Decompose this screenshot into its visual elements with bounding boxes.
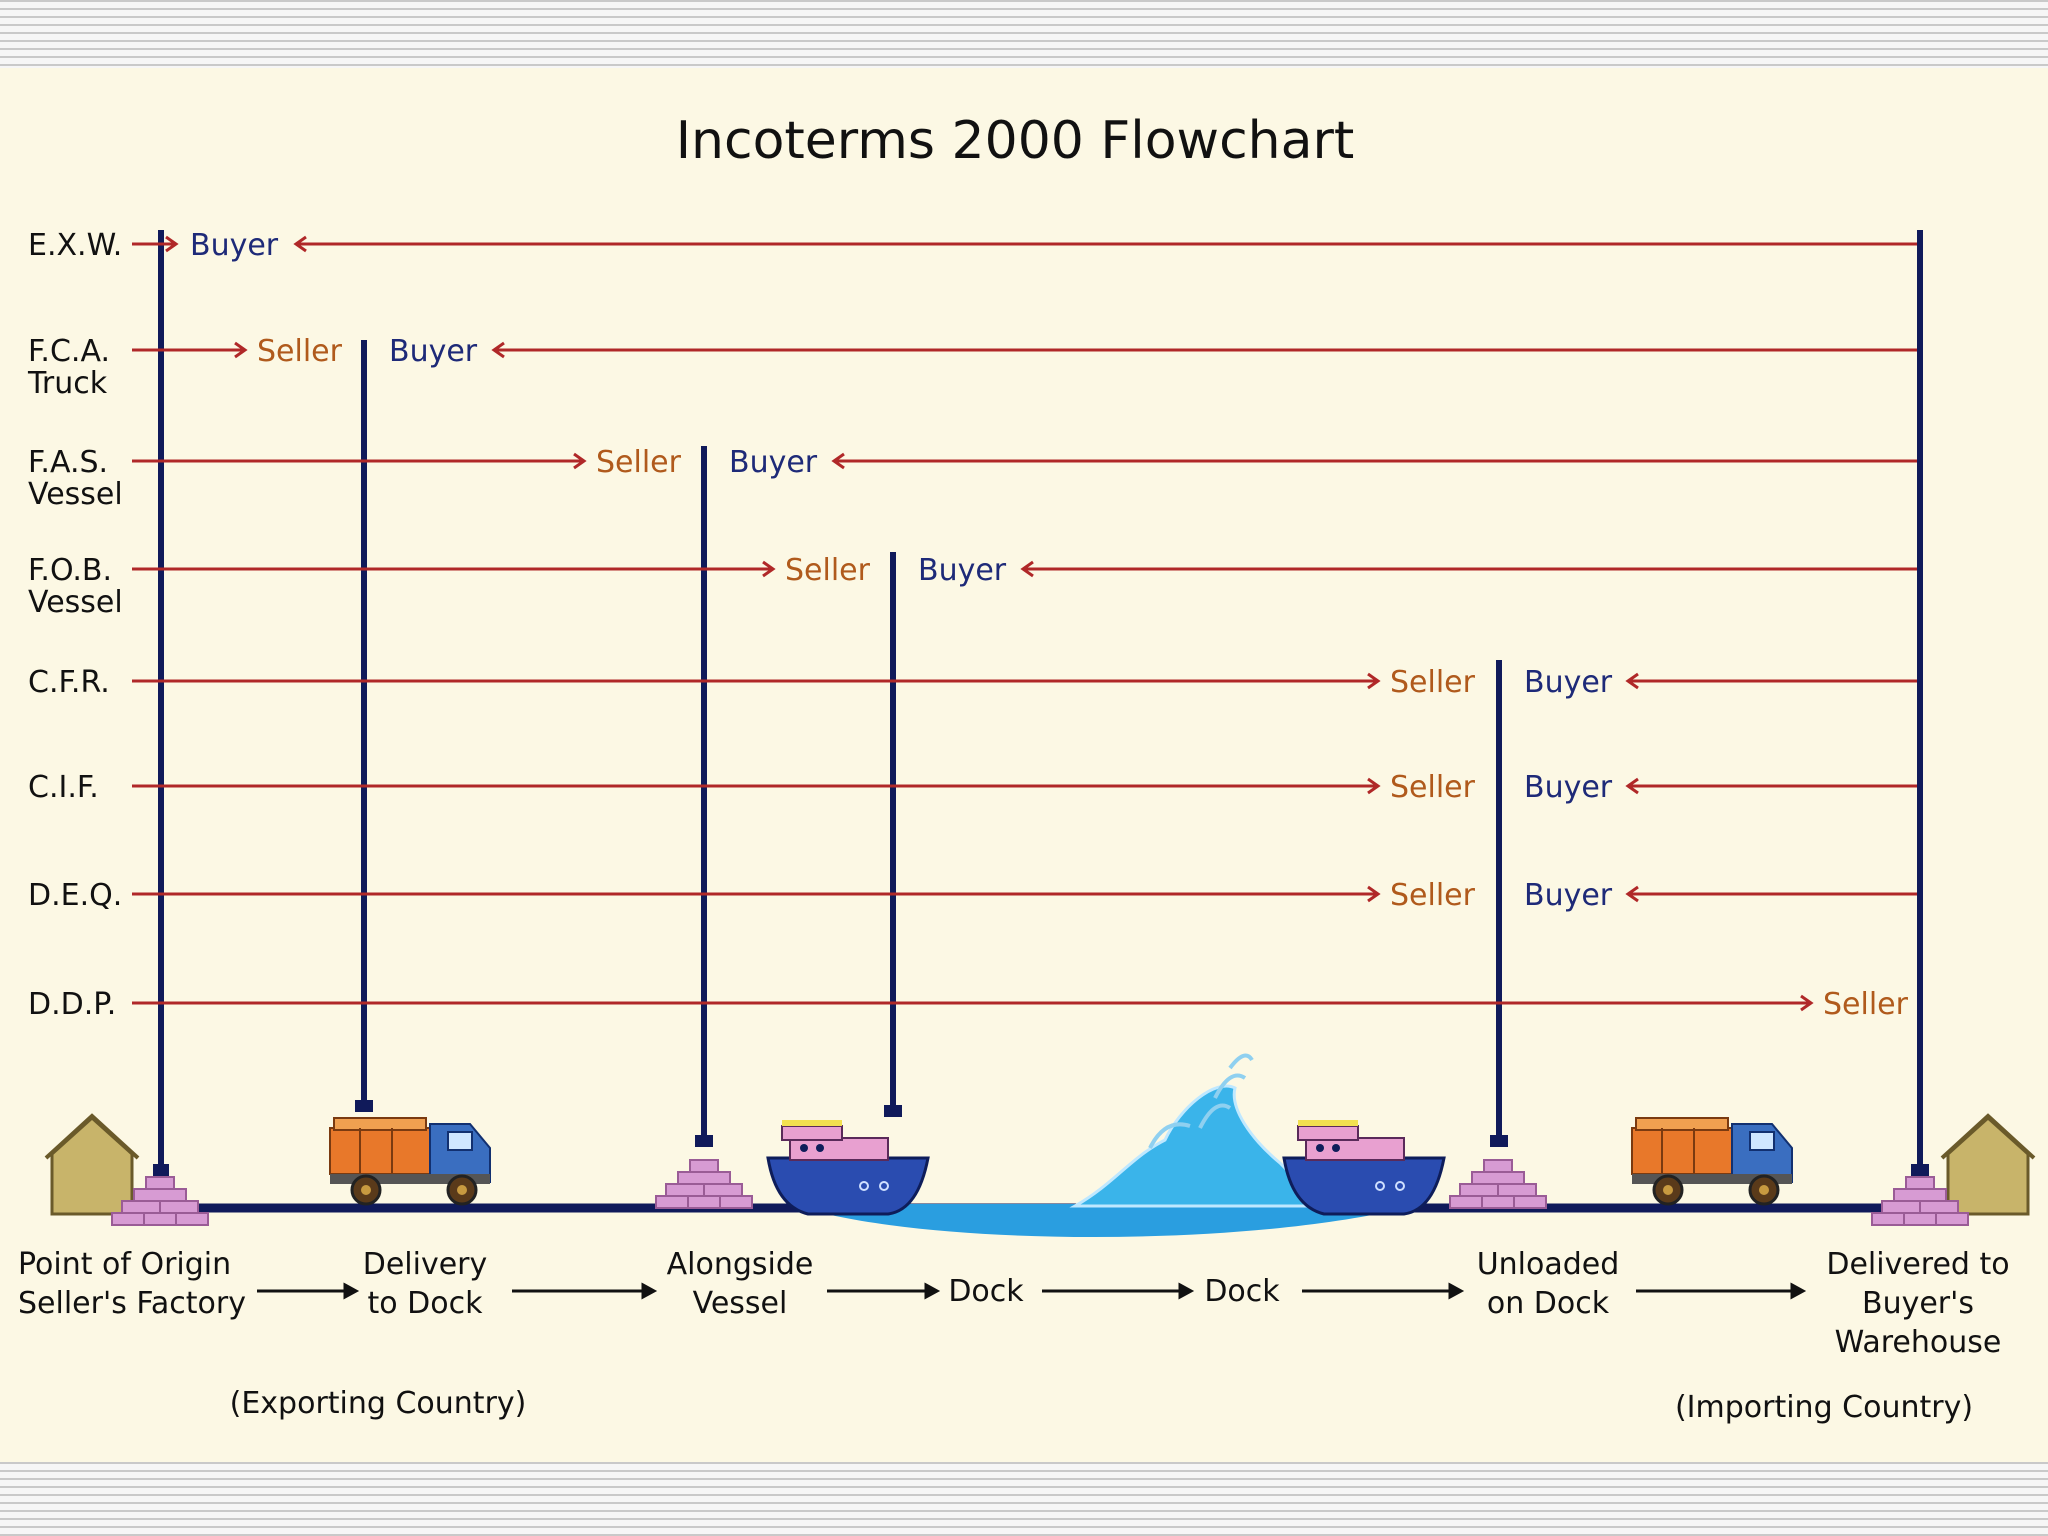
warehouse-house-icon: [1940, 1114, 2036, 1216]
wave-spray: [1148, 1053, 1254, 1149]
flowchart-title: Incoterms 2000 Flowchart: [676, 111, 1355, 171]
stage-label-line: to Dock: [368, 1286, 484, 1321]
term-code: D.D.P.: [28, 987, 116, 1022]
term-code: F.A.S.: [28, 445, 108, 480]
seller-label: Seller: [1823, 987, 1909, 1022]
divider-delivery-to-dock: [355, 340, 373, 1112]
seller-label: Seller: [785, 553, 871, 588]
truck-icon: [1630, 1116, 1794, 1206]
seller-arrowhead: [165, 235, 179, 253]
stage-label-line: on Dock: [1487, 1286, 1610, 1321]
divider-factory: [153, 230, 169, 1176]
buyer-label: Buyer: [729, 445, 818, 480]
importing-country-label: (Importing Country): [1675, 1390, 1973, 1425]
term-mode: Vessel: [28, 585, 123, 620]
term-row-fas: F.A.S.Vessel Seller Buyer: [28, 445, 1917, 512]
incoterms-flowchart: Incoterms 2000 Flowchart: [18, 111, 2036, 1425]
buyer-label: Buyer: [1524, 665, 1613, 700]
buyer-label: Buyer: [190, 228, 279, 263]
term-row-deq: D.E.Q. Seller Buyer: [28, 878, 1917, 913]
seller-arrowhead: [234, 341, 248, 359]
term-row-cfr: C.F.R. Seller Buyer: [28, 665, 1917, 700]
stage-6: Unloaded on Dock: [1477, 1247, 1620, 1321]
term-mode: Truck: [27, 366, 108, 401]
wave: [1069, 1084, 1325, 1208]
term-code: F.O.B.: [28, 553, 112, 588]
exporting-country-label: (Exporting Country): [230, 1386, 527, 1421]
ship-icon: [1282, 1118, 1446, 1216]
seller-label: Seller: [1390, 878, 1476, 913]
term-code: D.E.Q.: [28, 878, 122, 913]
stage-label-line: Vessel: [693, 1286, 788, 1321]
seller-label: Seller: [596, 445, 682, 480]
seller-arrowhead: [762, 560, 776, 578]
buyer-label: Buyer: [1524, 878, 1613, 913]
stage-label-line: Dock: [948, 1274, 1024, 1309]
flowchart-canvas: Incoterms 2000 Flowchart: [0, 68, 2048, 1462]
divider-buyer-warehouse: [1911, 230, 1929, 1176]
pallet-icon: [655, 1159, 753, 1209]
term-row-cif: C.I.F. Seller Buyer: [28, 770, 1917, 805]
water: [790, 1204, 1420, 1237]
divider-unloaded-on-dock: [1490, 660, 1508, 1147]
seller-arrowhead: [573, 452, 587, 470]
term-code: E.X.W.: [28, 228, 122, 263]
term-row-ddp: D.D.P. Seller: [28, 987, 1909, 1022]
seller-arrowhead: [1367, 672, 1381, 690]
term-row-fca: F.C.A.Truck Seller Buyer: [27, 334, 1917, 401]
truck-icon: [328, 1116, 492, 1206]
pallet-icon: [1449, 1159, 1547, 1209]
seller-arrowhead: [1367, 885, 1381, 903]
divider-on-board: [884, 552, 902, 1117]
seller-label: Seller: [257, 334, 343, 369]
factory-house-icon: [44, 1114, 140, 1216]
stage-label-line: Buyer's: [1862, 1286, 1974, 1321]
term-mode: Vessel: [28, 477, 123, 512]
stage-label-line: Point of Origin: [18, 1247, 231, 1282]
term-row-fob: F.O.B.Vessel Seller Buyer: [28, 553, 1917, 620]
stage-label-line: Dock: [1204, 1274, 1280, 1309]
ship-icon: [766, 1118, 930, 1216]
seller-arrowhead: [1367, 777, 1381, 795]
seller-label: Seller: [1390, 770, 1476, 805]
stage-2: Delivery to Dock: [363, 1247, 488, 1321]
stage-label-line: Alongside: [667, 1247, 814, 1282]
stage-label-line: Seller's Factory: [18, 1286, 246, 1321]
term-code: C.F.R.: [28, 665, 110, 700]
term-code: F.C.A.: [28, 334, 110, 369]
term-row-exw: E.X.W. Buyer: [28, 228, 1917, 263]
buyer-label: Buyer: [389, 334, 478, 369]
buyer-label: Buyer: [1524, 770, 1613, 805]
bottom-stripes: [0, 1462, 2048, 1536]
top-stripes: [0, 0, 2048, 68]
term-code: C.I.F.: [28, 770, 99, 805]
stage-label-line: Warehouse: [1835, 1325, 2002, 1360]
stage-5: Dock: [1204, 1274, 1280, 1309]
buyer-label: Buyer: [918, 553, 1007, 588]
stage-label-line: Delivered to: [1826, 1247, 2009, 1282]
stage-label-line: Unloaded: [1477, 1247, 1620, 1282]
seller-label: Seller: [1390, 665, 1476, 700]
divider-alongside-vessel: [695, 446, 713, 1147]
seller-arrowhead: [1800, 994, 1814, 1012]
stage-arrows: [257, 1282, 1807, 1300]
transfer-points: [153, 230, 1929, 1176]
stage-label-line: Delivery: [363, 1247, 488, 1282]
stage-4: Dock: [948, 1274, 1024, 1309]
